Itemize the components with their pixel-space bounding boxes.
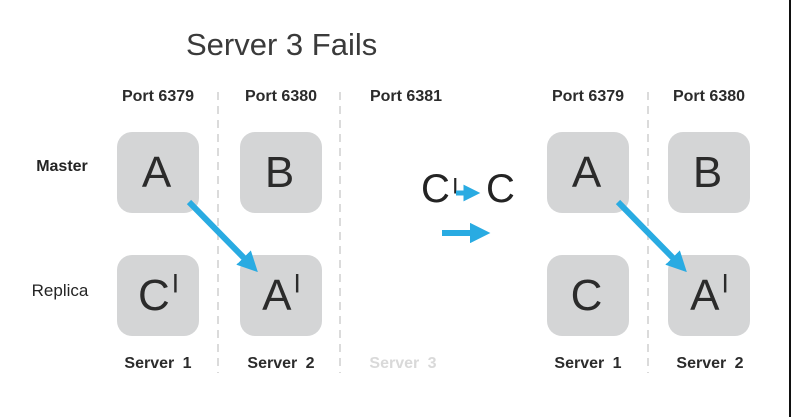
node-prime-mark: | — [722, 272, 728, 293]
node-prime-mark: | — [172, 272, 179, 293]
node-letter: B — [692, 147, 723, 197]
master-row-label: Master — [36, 158, 88, 175]
left-cluster-divider-2 — [339, 92, 341, 373]
right-cluster-divider — [647, 92, 649, 373]
node-letter: A — [571, 147, 602, 197]
node-letter: B — [264, 147, 295, 197]
node-prime-mark: | — [294, 272, 300, 293]
right-node-master-a: A — [547, 132, 629, 213]
right-node-master-b: B — [668, 132, 750, 213]
replica-row-label: Replica — [31, 281, 89, 300]
node-letter: A — [690, 270, 720, 320]
right-server-2-label: Server 2 — [676, 355, 744, 372]
left-server-1-label: Server 1 — [124, 355, 192, 372]
left-port-6379-label: Port 6379 — [121, 88, 195, 105]
right-port-6380-label: Port 6380 — [672, 88, 746, 105]
left-node-replica-a-prime: A| — [240, 255, 322, 336]
transition-to-letter: C — [486, 167, 515, 211]
right-node-replica-c: C — [547, 255, 629, 336]
left-node-replica-c-prime: C| — [117, 255, 199, 336]
left-node-master-a: A — [117, 132, 199, 213]
transition-from-letter: C — [421, 167, 450, 211]
right-frame-edge — [789, 0, 791, 417]
node-letter: A — [262, 270, 292, 320]
transition-from-text: C| — [421, 169, 458, 209]
left-server-2-label: Server 2 — [247, 355, 315, 372]
right-port-6379-label: Port 6379 — [551, 88, 625, 105]
node-letter: C — [137, 270, 170, 320]
left-port-6380-label: Port 6380 — [244, 88, 318, 105]
transition-to-text: C — [486, 169, 515, 209]
node-letter: A — [141, 147, 172, 197]
right-server-1-label: Server 1 — [554, 355, 622, 372]
left-node-master-b: B — [240, 132, 322, 213]
transition-from-prime-mark: | — [452, 175, 458, 194]
diagram-title: Server 3 Fails — [186, 27, 378, 62]
left-server-3-label-failed: Server 3 — [369, 355, 437, 372]
right-replication-arrow — [615, 199, 687, 273]
left-cluster-divider-1 — [217, 92, 219, 373]
node-letter: C — [570, 270, 603, 320]
right-node-replica-a-prime: A| — [668, 255, 750, 336]
left-port-6381-label: Port 6381 — [369, 88, 443, 105]
